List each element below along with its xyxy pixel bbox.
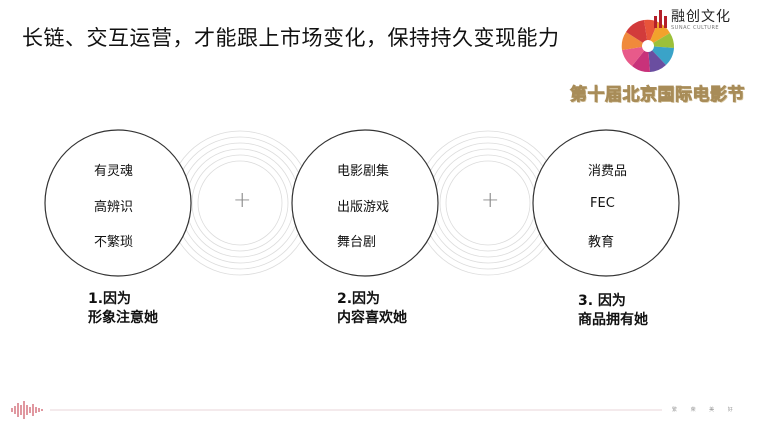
petal-flower-icon <box>621 19 675 73</box>
caption-1-line-2: 形象注意她 <box>88 310 158 326</box>
caption-3-line-1: 3. 因为 <box>578 293 626 309</box>
circle-3 <box>532 129 680 277</box>
group-1-item-2: 高辨识 <box>94 200 134 215</box>
plus-icon-1: + <box>233 188 252 213</box>
caption-1: 1.因为 形象注意她 <box>88 290 158 328</box>
festival-name: 第十届北京国际电影节 <box>570 85 745 106</box>
caption-2: 2.因为 内容喜欢她 <box>337 290 407 328</box>
circle-1 <box>44 129 192 277</box>
caption-2-line-2: 内容喜欢她 <box>337 310 407 326</box>
group-3-item-3: 教育 <box>588 235 615 250</box>
group-3-item-2: FEC <box>590 196 615 211</box>
waveform-icon <box>11 401 43 419</box>
brand-name: 融创文化 <box>671 9 731 25</box>
group-2-item-2: 出版游戏 <box>337 200 390 215</box>
group-3-item-1: 消费品 <box>588 164 628 179</box>
group-1-item-1: 有灵魂 <box>94 164 134 179</box>
bars-mark-icon <box>654 10 667 28</box>
group-2-item-1: 电影剧集 <box>337 164 390 179</box>
caption-1-line-1: 1.因为 <box>88 291 132 307</box>
brand-subtitle: SUNAC CULTURE <box>671 25 720 31</box>
footer-text: 繁 荣 美 好 <box>672 407 739 413</box>
caption-3: 3. 因为 商品拥有她 <box>578 292 648 330</box>
caption-2-line-1: 2.因为 <box>337 291 381 307</box>
group-2-item-3: 舞台剧 <box>337 235 377 250</box>
slide-title: 长链、交互运营，才能跟上市场变化，保持持久变现能力 <box>22 26 560 50</box>
circle-2 <box>291 129 439 277</box>
caption-3-line-2: 商品拥有她 <box>578 312 648 328</box>
plus-icon-2: + <box>481 188 500 213</box>
group-1-item-3: 不繁琐 <box>94 235 134 250</box>
sunac-culture-logo <box>621 10 675 73</box>
